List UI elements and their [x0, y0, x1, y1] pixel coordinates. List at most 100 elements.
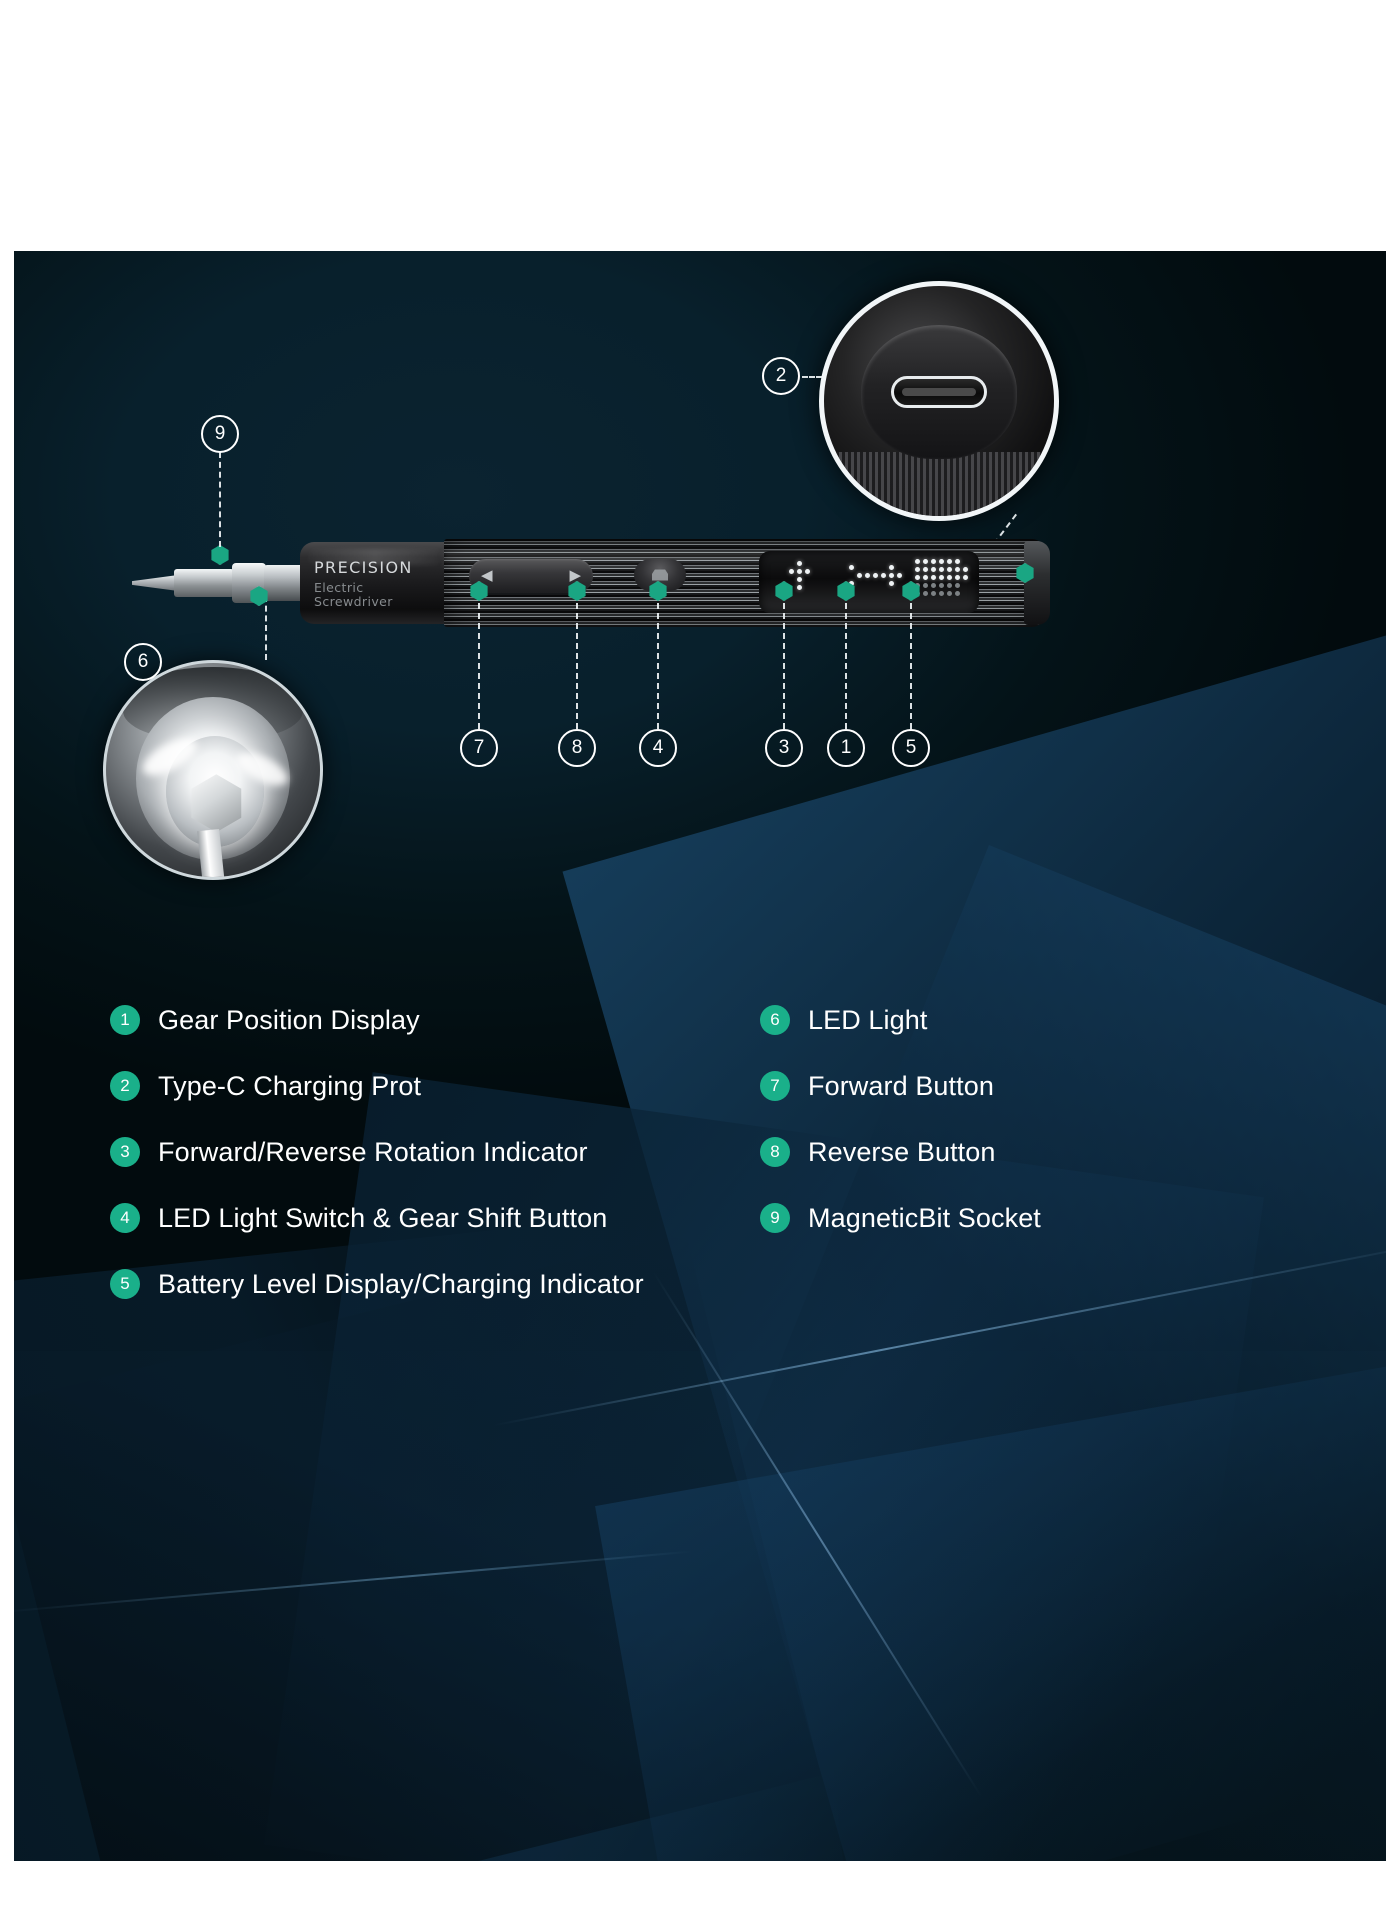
gear-position-dot [873, 573, 878, 578]
battery-level-dot [947, 575, 952, 580]
rotation-indicator-dot [797, 577, 802, 582]
leader-line-callout-7 [478, 603, 480, 729]
rotation-indicator-dot [797, 569, 802, 574]
battery-level-dot [923, 567, 928, 572]
gear-position-dot [857, 573, 862, 578]
battery-level-dot [931, 559, 936, 564]
battery-level-dot [939, 591, 944, 596]
battery-level-dot [947, 567, 952, 572]
leader-line-callout-6 [265, 596, 267, 660]
legend-item-label: MagneticBit Socket [808, 1202, 1041, 1233]
battery-level-dot [931, 567, 936, 572]
legend-number-badge: 6 [760, 1005, 790, 1035]
gear-position-dot [897, 573, 902, 578]
legend-item: 1 Gear Position Display [110, 987, 770, 1053]
gear-position-dot [889, 581, 894, 586]
anchor-battery-level-display [902, 581, 920, 601]
barrel-end-cap [1024, 541, 1050, 625]
anchor-magnetic-bit-socket [211, 545, 229, 565]
leader-line-callout-4 [657, 603, 659, 729]
battery-level-dot [963, 567, 968, 572]
legend-number-badge: 8 [760, 1137, 790, 1167]
leader-line-callout-9 [219, 452, 221, 547]
battery-level-dot [963, 575, 968, 580]
leader-line-callout-3 [783, 603, 785, 729]
battery-level-dot [915, 567, 920, 572]
callout-badge-3: 3 [765, 729, 803, 767]
legend: 1 Gear Position Display 2 Type-C Chargin… [14, 251, 1386, 1861]
led-bulb-icon [652, 569, 668, 581]
leader-line-callout-8 [576, 603, 578, 729]
legend-column-left: 1 Gear Position Display 2 Type-C Chargin… [110, 987, 770, 1317]
leader-line-badge-2 [802, 376, 822, 378]
battery-level-dot [931, 583, 936, 588]
callout-badge-5: 5 [892, 729, 930, 767]
legend-item: 8 Reverse Button [760, 1119, 1360, 1185]
leader-line-callout-1 [845, 603, 847, 729]
type-c-charging-port-inset [819, 281, 1059, 521]
legend-item-label: Type-C Charging Prot [158, 1070, 422, 1101]
led-dot-matrix-display [759, 551, 979, 613]
legend-item-label: Battery Level Display/Charging Indicator [158, 1268, 644, 1299]
battery-level-dot [947, 583, 952, 588]
battery-level-dot [923, 559, 928, 564]
infographic-canvas: 2 6 PRECISION Electric Screwdrive [14, 251, 1386, 1861]
legend-item: 9 MagneticBit Socket [760, 1185, 1360, 1251]
legend-number-badge: 7 [760, 1071, 790, 1101]
battery-level-dot [947, 591, 952, 596]
brand-subtitle: Electric Screwdriver [314, 581, 444, 609]
legend-item: 7 Forward Button [760, 1053, 1360, 1119]
legend-item-label: Forward/Reverse Rotation Indicator [158, 1136, 588, 1167]
handle-head-gloss [308, 549, 442, 565]
legend-item-label: Forward Button [808, 1070, 994, 1101]
legend-item-label: Gear Position Display [158, 1004, 420, 1035]
battery-level-dot [955, 575, 960, 580]
battery-level-dot [939, 559, 944, 564]
callout-badge-1: 1 [827, 729, 865, 767]
brand-subtitle-line1: Electric [314, 580, 364, 595]
anchor-forward-button [470, 581, 488, 601]
gear-position-dot [849, 565, 854, 570]
callout-badge-9: 9 [201, 415, 239, 453]
legend-item-label: Reverse Button [808, 1136, 996, 1167]
anchor-reverse-button [568, 581, 586, 601]
rotation-indicator-dot [797, 561, 802, 566]
brand-subtitle-line2: Screwdriver [314, 594, 393, 609]
bit-shank [174, 569, 234, 597]
rotation-indicator-dot [797, 585, 802, 590]
legend-number-badge: 2 [110, 1071, 140, 1101]
brand-name: PRECISION [314, 558, 413, 577]
gear-position-dot [865, 573, 870, 578]
battery-level-dot [947, 559, 952, 564]
gear-position-dot [889, 573, 894, 578]
legend-item: 3 Forward/Reverse Rotation Indicator [110, 1119, 770, 1185]
legend-item: 4 LED Light Switch & Gear Shift Button [110, 1185, 770, 1251]
anchor-type-c-port [1016, 563, 1034, 583]
battery-level-dot [955, 591, 960, 596]
reverse-arrow-icon[interactable]: ▶ [569, 566, 581, 584]
battery-level-dot [955, 583, 960, 588]
forward-arrow-icon[interactable]: ◀ [481, 566, 493, 584]
legend-column-right: 6 LED Light 7 Forward Button 8 Reverse B… [760, 987, 1360, 1251]
rotation-indicator-dot [789, 569, 794, 574]
battery-level-dot [939, 575, 944, 580]
legend-number-badge: 1 [110, 1005, 140, 1035]
battery-level-dot [955, 559, 960, 564]
battery-level-dot [931, 575, 936, 580]
battery-level-dot [923, 575, 928, 580]
anchor-gear-shift-button [649, 581, 667, 601]
anchor-rotation-indicator [775, 581, 793, 601]
legend-item: 2 Type-C Charging Prot [110, 1053, 770, 1119]
callout-badge-4: 4 [639, 729, 677, 767]
legend-item: 5 Battery Level Display/Charging Indicat… [110, 1251, 770, 1317]
handle-head [300, 542, 450, 624]
callout-badge-7: 7 [460, 729, 498, 767]
end-cap-face [861, 324, 1017, 459]
callout-badge-2: 2 [762, 357, 800, 395]
hex-socket-shape [191, 774, 242, 833]
battery-level-dot [939, 583, 944, 588]
gear-position-dot [889, 565, 894, 570]
battery-level-dot [923, 583, 928, 588]
anchor-led-light [250, 586, 268, 606]
